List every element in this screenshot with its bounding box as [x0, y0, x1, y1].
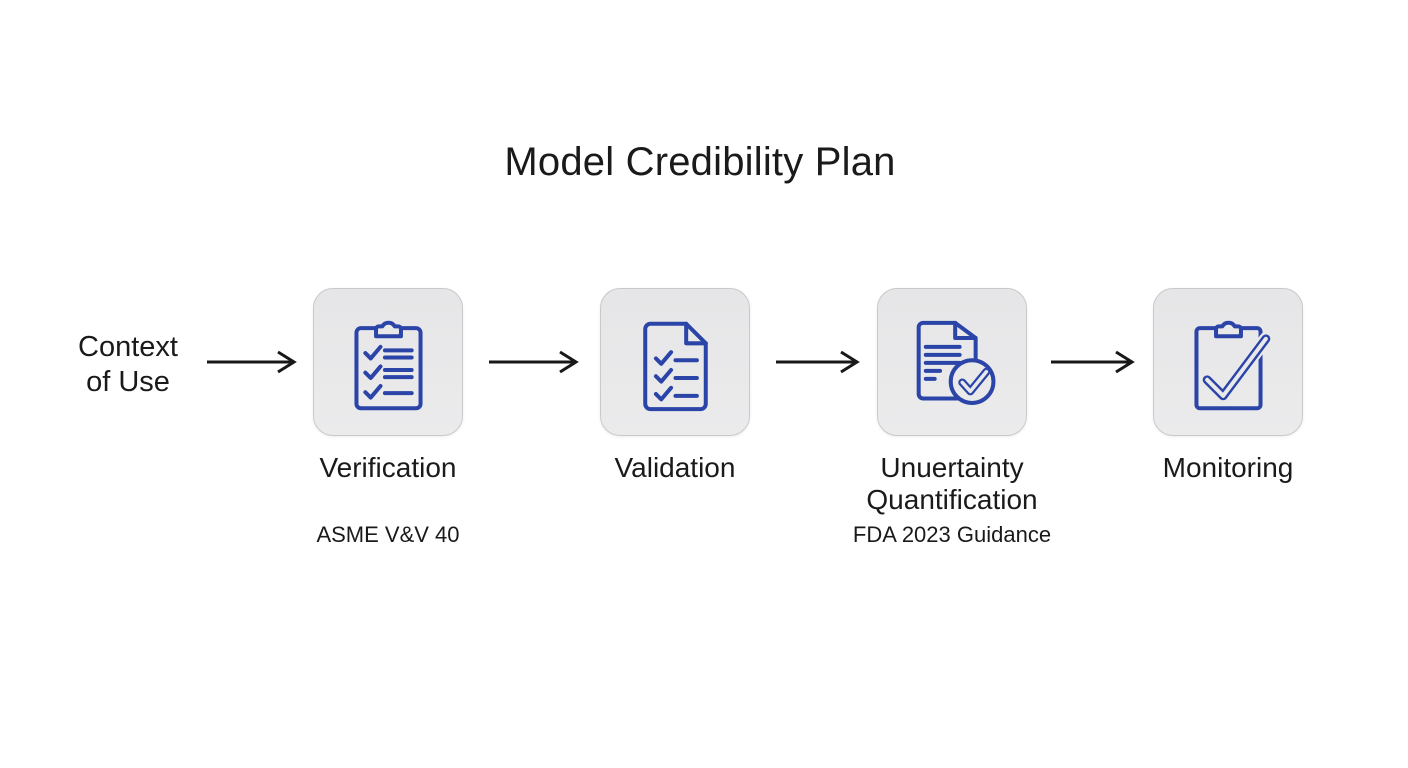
stage-box	[877, 288, 1027, 436]
stage-sublabel: FDA 2023 Guidance	[852, 522, 1052, 547]
flow-arrow	[776, 350, 860, 374]
context-line-1: Context	[78, 331, 178, 363]
stage-monitoring: Monitoring	[1088, 288, 1368, 522]
stage-uncertainty-quantification: Unuertainty Quantification FDA 2023 Guid…	[812, 288, 1092, 548]
stage-sublabel: ASME V&V 40	[316, 522, 460, 547]
context-of-use-label: Context of Use	[38, 330, 218, 400]
stage-label: Monitoring	[1162, 452, 1294, 483]
clipboard-check-icon	[1193, 320, 1273, 411]
document-checklist-icon	[642, 321, 708, 412]
clipboard-checklist-icon	[353, 320, 423, 411]
stage-box	[313, 288, 463, 436]
stage-box	[1153, 288, 1303, 436]
flow-arrow	[207, 350, 297, 374]
stage-validation: Validation	[535, 288, 815, 522]
stage-box	[600, 288, 750, 436]
flow-arrow	[1051, 350, 1135, 374]
document-check-badge-icon	[916, 320, 995, 405]
stage-verification: Verification ASME V&V 40	[248, 288, 528, 548]
page-title: Model Credibility Plan	[504, 140, 896, 184]
stage-label: Unuertainty Quantification	[866, 452, 1038, 515]
flow-arrow	[489, 350, 579, 374]
stage-label: Verification	[319, 452, 457, 483]
stage-label: Validation	[614, 452, 736, 483]
context-line-2: of Use	[86, 366, 170, 398]
